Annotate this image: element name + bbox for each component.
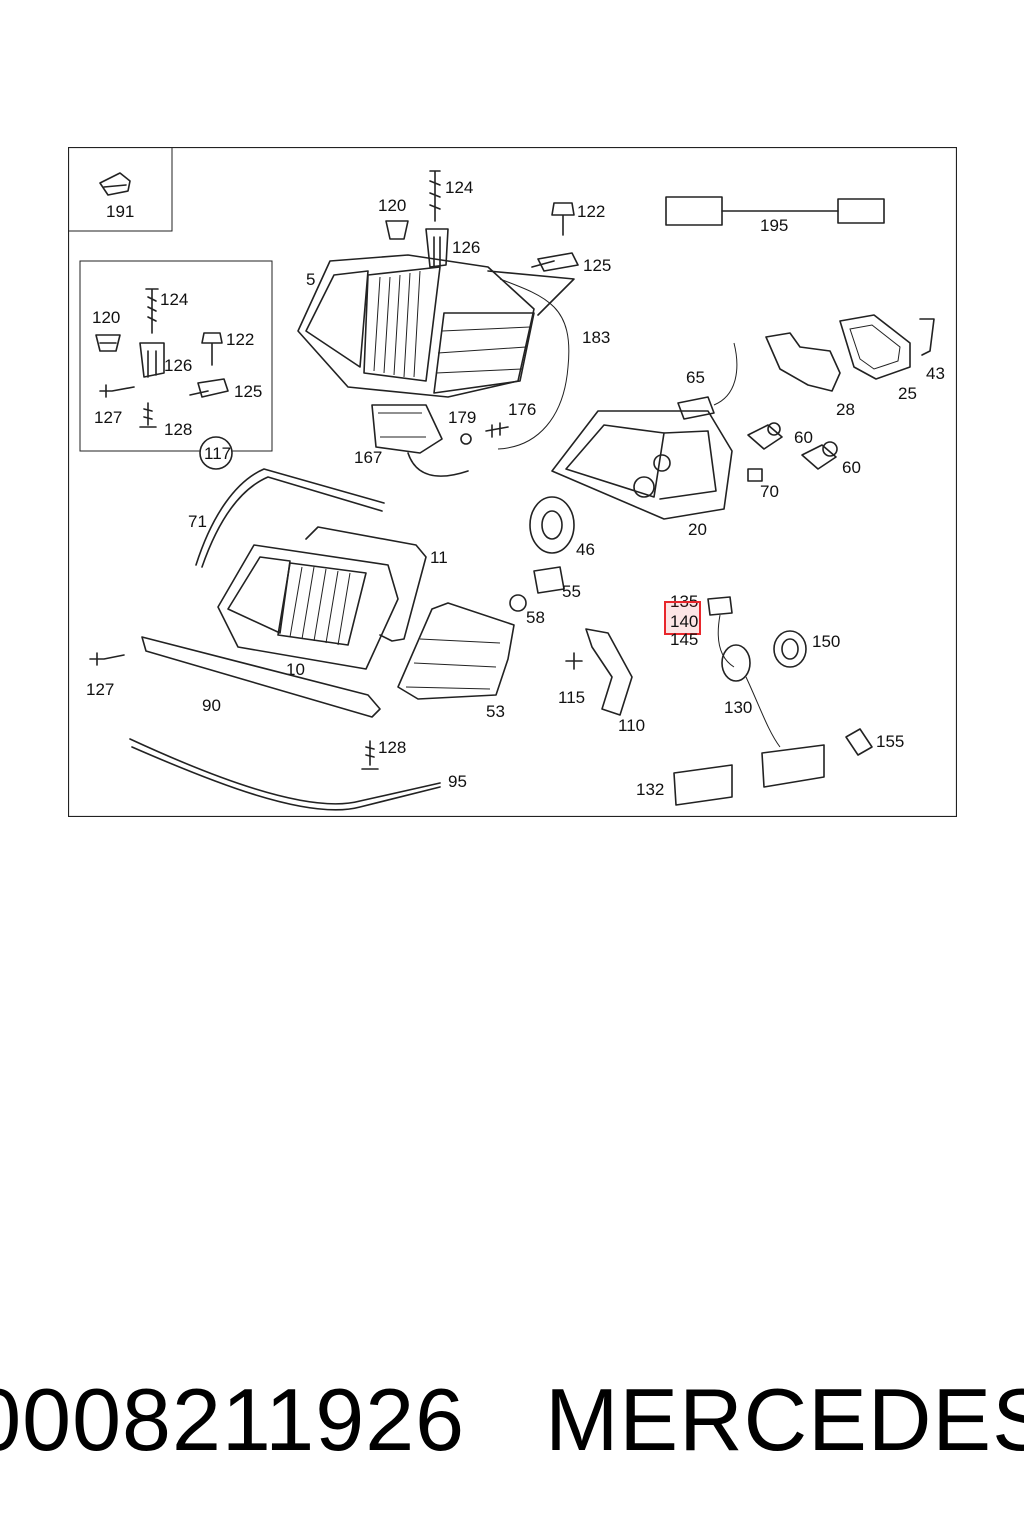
diagram-frame <box>68 147 957 817</box>
callout-128-kit: 128 <box>164 420 192 439</box>
part-191-box <box>68 147 173 232</box>
callout-5: 5 <box>306 270 315 289</box>
part-43 <box>919 318 935 356</box>
brand-name: MERCEDES <box>545 1370 1024 1469</box>
callout-122: 122 <box>577 202 605 221</box>
callout-65: 65 <box>686 368 705 387</box>
part-195-cable <box>665 196 885 226</box>
callout-127-kit: 127 <box>94 408 122 427</box>
callout-60-b: 60 <box>842 458 861 477</box>
part-number: 0008211926 <box>0 1370 466 1469</box>
callout-120: 120 <box>378 196 406 215</box>
part-128-screw <box>361 740 379 770</box>
callout-195: 195 <box>760 216 788 235</box>
part-5-headlamp <box>297 254 575 398</box>
callout-117: 117 <box>204 444 231 463</box>
bulbs-60-70 <box>747 422 838 482</box>
part-53-signal <box>397 602 515 700</box>
callout-126: 126 <box>452 238 480 257</box>
callout-183: 183 <box>582 328 610 347</box>
callout-124: 124 <box>445 178 473 197</box>
callout-58: 58 <box>526 608 545 627</box>
callout-53: 53 <box>486 702 505 721</box>
parts-46-55-58 <box>509 496 575 612</box>
part-167-foglamp <box>371 404 509 477</box>
callout-124-kit: 124 <box>160 290 188 309</box>
part-65-bulb <box>677 342 738 420</box>
part-90-strip <box>141 636 381 718</box>
callout-95: 95 <box>448 772 467 791</box>
callout-179: 179 <box>448 408 476 427</box>
callout-126-kit: 126 <box>164 356 192 375</box>
callout-71: 71 <box>188 512 207 531</box>
callout-10: 10 <box>286 660 305 679</box>
callout-115: 115 <box>558 688 585 707</box>
callout-120-kit: 120 <box>92 308 120 327</box>
callout-127: 127 <box>86 680 114 699</box>
callout-125-kit: 125 <box>234 382 262 401</box>
callout-122-kit: 122 <box>226 330 254 349</box>
callout-60: 60 <box>794 428 813 447</box>
highlight-box <box>664 601 701 635</box>
part-10-lens <box>217 544 399 670</box>
callout-125: 125 <box>583 256 611 275</box>
callout-145: 145 <box>670 630 698 649</box>
callout-43: 43 <box>926 364 945 383</box>
callout-110: 110 <box>618 716 645 735</box>
callout-90: 90 <box>202 696 221 715</box>
kit-117-box <box>79 260 273 470</box>
callout-128: 128 <box>378 738 406 757</box>
callout-130: 130 <box>724 698 752 717</box>
part-110-bracket <box>585 628 633 716</box>
callout-176: 176 <box>508 400 536 419</box>
part-150-grommet <box>773 630 807 668</box>
part-28-gasket <box>765 332 841 392</box>
callout-25: 25 <box>898 384 917 403</box>
part-115-screw <box>565 652 583 670</box>
part-20-housing <box>551 410 733 520</box>
part-25-gasket <box>839 314 911 380</box>
parts-130-132 <box>673 596 825 806</box>
part-95-strip <box>129 738 441 811</box>
part-11-gasket <box>305 526 427 642</box>
callout-191: 191 <box>106 202 134 221</box>
part-127-screw <box>89 652 125 666</box>
caption: 0008211926 MERCEDES <box>0 1370 1024 1470</box>
callout-132: 132 <box>636 780 664 799</box>
fasteners-top <box>385 170 579 272</box>
callout-20: 20 <box>688 520 707 539</box>
headlamp-exploded-diagram: 191 117 120 124 122 126 125 127 128 124 … <box>68 147 957 817</box>
part-71-trim <box>195 468 385 568</box>
callout-150: 150 <box>812 632 840 651</box>
callout-140: 140 <box>670 612 698 631</box>
callout-46: 46 <box>576 540 595 559</box>
callout-11: 11 <box>430 548 448 567</box>
callout-167: 167 <box>354 448 382 467</box>
part-155-bulb <box>845 728 873 756</box>
wire-183 <box>497 278 570 450</box>
callout-155: 155 <box>876 732 904 751</box>
callout-70: 70 <box>760 482 779 501</box>
callout-55: 55 <box>562 582 581 601</box>
callout-28: 28 <box>836 400 855 419</box>
